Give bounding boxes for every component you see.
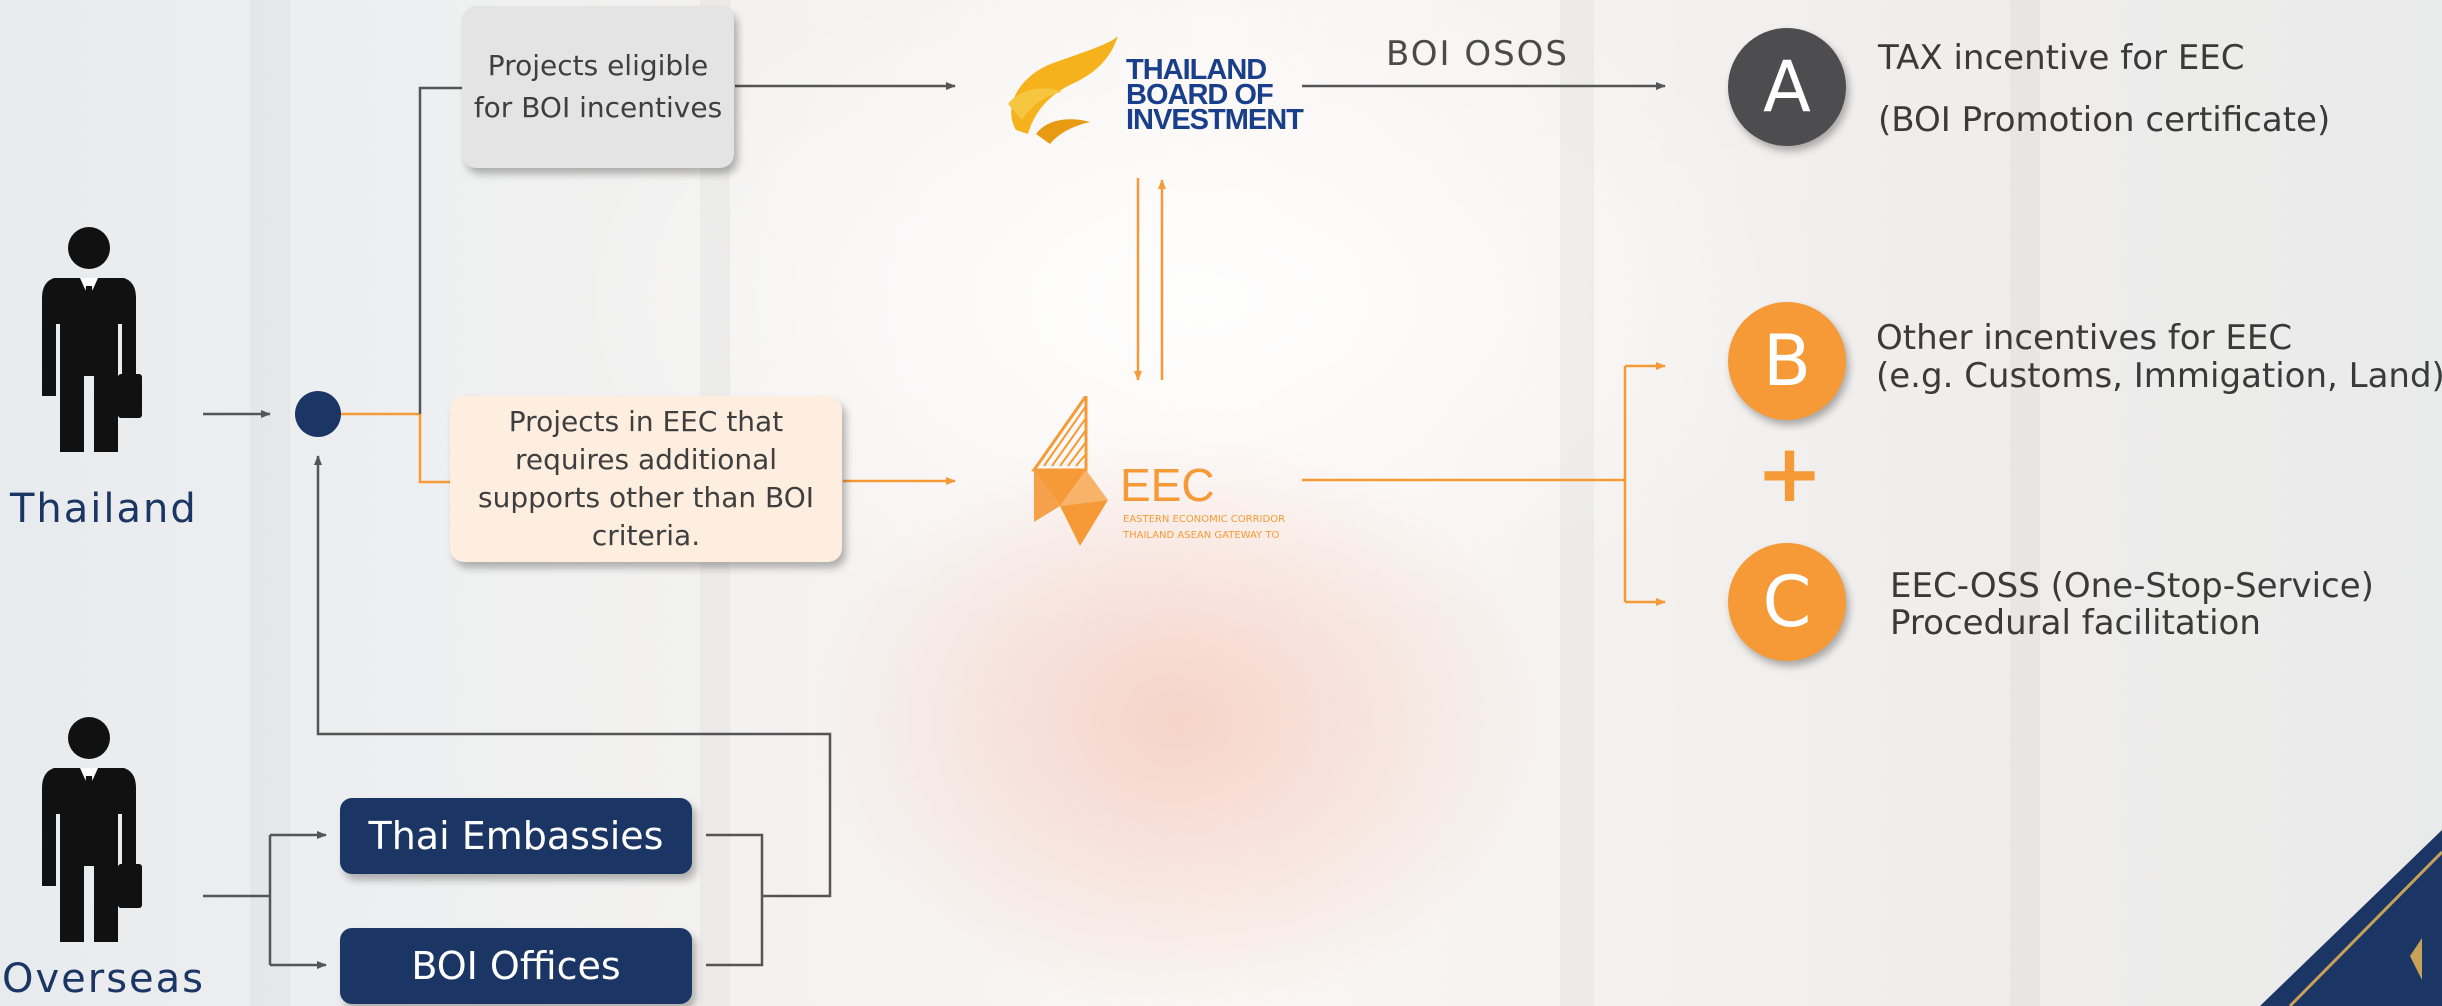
outcome-a-letter: A xyxy=(1763,46,1811,128)
corner-decoration xyxy=(2260,830,2442,1006)
boi-logo-line3: INVESTMENT xyxy=(1126,104,1304,136)
plus-sign: + xyxy=(1756,427,1824,520)
line-to-eec-projects xyxy=(418,414,450,484)
eec-logo-tagline: THAILAND ASEAN GATEWAY TO xyxy=(1123,530,1280,541)
boi-offices-text: BOI Offices xyxy=(411,944,621,988)
boi-logo-text: THAILAND BOARD OF INVESTMENT xyxy=(1126,54,1304,136)
businessman-icon xyxy=(42,717,142,942)
outcome-c-circle: C xyxy=(1728,543,1846,661)
thailand-label: Thailand xyxy=(10,486,198,532)
outcome-b-line2: (e.g. Customs, Immigation, Land) xyxy=(1876,356,2442,396)
line-embassies-return xyxy=(706,833,764,967)
boi-osos-label: BOI OSOS xyxy=(1386,34,1570,74)
eec-logo-title: EEC xyxy=(1120,459,1215,511)
hub-dot xyxy=(295,391,341,437)
thai-embassies-box: Thai Embassies xyxy=(340,798,692,874)
outcome-c-line1: EEC-OSS (One-Stop-Service) xyxy=(1890,566,2374,606)
outcome-a-circle: A xyxy=(1728,28,1846,146)
boi-eligible-box: Projects eligible for BOI incentives xyxy=(462,6,734,168)
outcome-b-circle: B xyxy=(1728,302,1846,420)
businessman-icon xyxy=(42,227,142,452)
outcome-a-line1: TAX incentive for EEC xyxy=(1878,38,2245,78)
boi-offices-box: BOI Offices xyxy=(340,928,692,1004)
eec-logo xyxy=(1031,396,1108,546)
background-pillar xyxy=(1560,0,1594,1006)
eec-projects-box: Projects in EEC that requires additional… xyxy=(450,396,842,562)
overseas-label: Overseas xyxy=(2,956,206,1002)
background-pillar xyxy=(2010,0,2040,1006)
outcome-b-letter: B xyxy=(1762,320,1812,402)
thai-embassies-text: Thai Embassies xyxy=(368,814,664,858)
outcome-a-line2: (BOI Promotion certificate) xyxy=(1878,100,2331,140)
line-to-boi-eligible xyxy=(418,86,462,414)
eec-logo-subtitle: EASTERN ECONOMIC CORRIDOR xyxy=(1123,514,1286,525)
outcome-c-line2: Procedural facilitation xyxy=(1890,603,2261,643)
outcome-b-line1: Other incentives for EEC xyxy=(1876,318,2293,358)
boi-logo-line2: BOARD OF xyxy=(1126,79,1274,111)
boi-logo xyxy=(1008,36,1118,144)
boi-logo-line1: THAILAND xyxy=(1126,54,1267,86)
boi-eligible-text: Projects eligible for BOI incentives xyxy=(473,49,723,124)
line-return-to-hub xyxy=(314,455,832,898)
eec-projects-text: Projects in EEC that requires additional… xyxy=(477,405,815,552)
outcome-c-letter: C xyxy=(1762,561,1812,643)
